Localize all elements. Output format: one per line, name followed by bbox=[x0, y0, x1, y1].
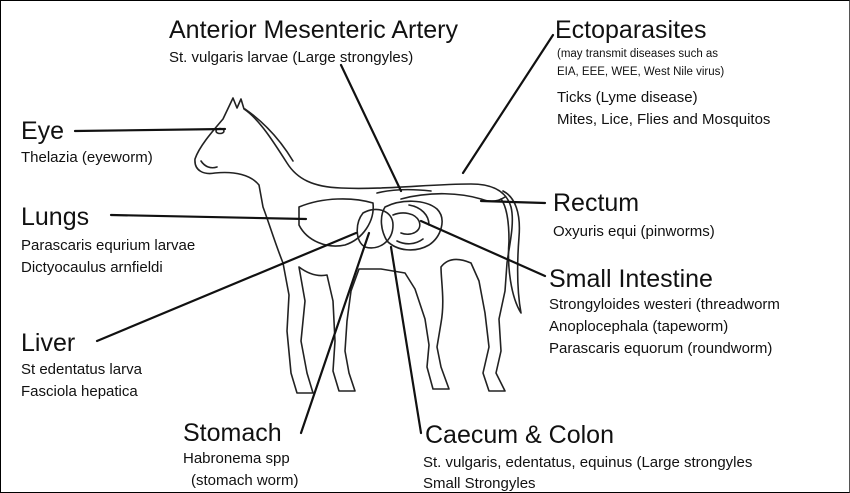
caecum-colon-title: Caecum & Colon bbox=[425, 421, 614, 449]
liver-title: Liver bbox=[21, 329, 75, 357]
small-intestine-line-3: Parascaris equorum (roundworm) bbox=[549, 338, 772, 359]
leader-eye bbox=[75, 129, 225, 131]
liver-line-2: Fasciola hepatica bbox=[21, 381, 138, 402]
small-intestine-line-1: Strongyloides westeri (threadworm bbox=[549, 294, 780, 315]
horse-body-outline bbox=[195, 98, 512, 393]
stomach-line-1: Habronema spp bbox=[183, 448, 290, 469]
leader-anterior-mesenteric bbox=[341, 65, 401, 191]
eye-title: Eye bbox=[21, 117, 64, 145]
caecum-colon-line-1: St. vulgaris, edentatus, equinus (Large … bbox=[423, 452, 752, 473]
leader-ectoparasites bbox=[463, 35, 553, 173]
caecum-colon-line-2: Small Strongyles bbox=[423, 473, 536, 493]
rectum-title: Rectum bbox=[553, 189, 639, 217]
leader-stomach bbox=[301, 233, 369, 433]
lungs-line-1: Parascaris equrium larvae bbox=[21, 235, 195, 256]
leader-rectum bbox=[481, 201, 545, 203]
leader-lungs bbox=[111, 215, 306, 219]
artery-organ bbox=[377, 190, 431, 193]
small-intestine-title: Small Intestine bbox=[549, 265, 713, 293]
rectum-line-1: Oxyuris equi (pinworms) bbox=[553, 221, 715, 242]
eye-line-1: Thelazia (eyeworm) bbox=[21, 147, 153, 168]
lungs-organ bbox=[299, 199, 373, 246]
ectoparasites-line-1: Ticks (Lyme disease) bbox=[557, 87, 698, 108]
small-intestine-line-2: Anoplocephala (tapeworm) bbox=[549, 316, 728, 337]
lungs-line-2: Dictyocaulus arnfieldi bbox=[21, 257, 163, 278]
ectoparasites-note-1: (may transmit diseases such as bbox=[557, 46, 718, 63]
stomach-line-2: (stomach worm) bbox=[191, 470, 299, 491]
lungs-title: Lungs bbox=[21, 203, 89, 231]
ectoparasites-title: Ectoparasites bbox=[555, 16, 706, 44]
ectoparasites-note-2: EIA, EEE, WEE, West Nile virus) bbox=[557, 64, 724, 81]
colon-organ bbox=[401, 194, 505, 201]
horse-muzzle bbox=[201, 161, 217, 168]
anterior-mesenteric-line-1: St. vulgaris larvae (Large strongyles) bbox=[169, 47, 413, 68]
anterior-mesenteric-title: Anterior Mesenteric Artery bbox=[169, 16, 458, 44]
leader-small-intestine bbox=[421, 221, 545, 276]
ectoparasites-line-2: Mites, Lice, Flies and Mosquitos bbox=[557, 109, 770, 130]
stomach-title: Stomach bbox=[183, 419, 282, 447]
liver-line-1: St edentatus larva bbox=[21, 359, 142, 380]
